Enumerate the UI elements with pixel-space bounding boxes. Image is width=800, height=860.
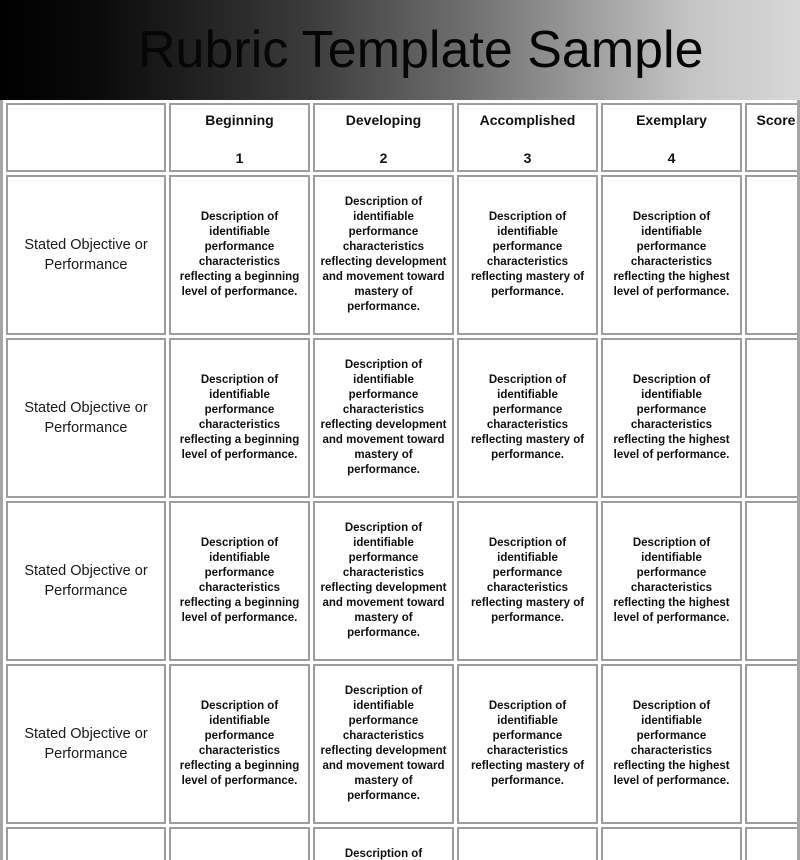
score-cell[interactable]: [745, 338, 797, 498]
score-cell[interactable]: [745, 501, 797, 661]
header-label-score: Score: [756, 112, 796, 128]
table-row: Stated Objective or PerformanceDescripti…: [6, 827, 797, 860]
header-cell-developing: Developing 2: [313, 103, 454, 172]
header-number-accomplished: 3: [523, 150, 532, 166]
description-cell-beginning[interactable]: Description of identifiable performance …: [169, 175, 310, 335]
description-cell-accomplished[interactable]: Description of identifiable performance …: [457, 501, 598, 661]
description-cell-beginning[interactable]: Description of identifiable performance …: [169, 827, 310, 860]
header-label-beginning: Beginning: [205, 112, 274, 128]
description-cell-developing[interactable]: Description of identifiable performance …: [313, 338, 454, 498]
score-cell[interactable]: [745, 664, 797, 824]
header-cell-beginning: Beginning 1: [169, 103, 310, 172]
table-header-row: Beginning 1 Developing 2 Accomplished 3 Exempl…: [6, 103, 797, 172]
header-cell-blank: [6, 103, 166, 172]
description-cell-beginning[interactable]: Description of identifiable performance …: [169, 338, 310, 498]
rubric-table-container: Beginning 1 Developing 2 Accomplished 3 Exempl…: [0, 100, 800, 860]
header-label-developing: Developing: [345, 112, 422, 128]
description-cell-exemplary[interactable]: Description of identifiable performance …: [601, 338, 742, 498]
description-cell-developing[interactable]: Description of identifiable performance …: [313, 501, 454, 661]
header-cell-accomplished: Accomplished 3: [457, 103, 598, 172]
description-cell-accomplished[interactable]: Description of identifiable performance …: [457, 175, 598, 335]
score-cell[interactable]: [745, 827, 797, 860]
header-number-exemplary: 4: [667, 150, 676, 166]
description-cell-exemplary[interactable]: Description of identifiable performance …: [601, 175, 742, 335]
score-cell[interactable]: [745, 175, 797, 335]
description-cell-exemplary[interactable]: Description of identifiable performance …: [601, 827, 742, 860]
description-cell-accomplished[interactable]: Description of identifiable performance …: [457, 664, 598, 824]
objective-cell[interactable]: Stated Objective or Performance: [6, 827, 166, 860]
header-number-beginning: 1: [235, 150, 244, 166]
description-cell-beginning[interactable]: Description of identifiable performance …: [169, 664, 310, 824]
page-title: Rubric Template Sample: [138, 21, 704, 79]
header-cell-exemplary: Exemplary 4: [601, 103, 742, 172]
objective-cell[interactable]: Stated Objective or Performance: [6, 664, 166, 824]
header-label-exemplary: Exemplary: [636, 112, 707, 128]
description-cell-exemplary[interactable]: Description of identifiable performance …: [601, 501, 742, 661]
header-cell-score: Score: [745, 103, 797, 172]
objective-cell[interactable]: Stated Objective or Performance: [6, 175, 166, 335]
header-number-developing: 2: [379, 150, 388, 166]
description-cell-developing[interactable]: Description of identifiable performance …: [313, 175, 454, 335]
description-cell-exemplary[interactable]: Description of identifiable performance …: [601, 664, 742, 824]
description-cell-accomplished[interactable]: Description of identifiable performance …: [457, 338, 598, 498]
objective-cell[interactable]: Stated Objective or Performance: [6, 501, 166, 661]
title-banner: Rubric Template Sample: [0, 0, 800, 100]
description-cell-accomplished[interactable]: Description of identifiable performance …: [457, 827, 598, 860]
description-cell-beginning[interactable]: Description of identifiable performance …: [169, 501, 310, 661]
rubric-table: Beginning 1 Developing 2 Accomplished 3 Exempl…: [3, 100, 797, 860]
header-label-accomplished: Accomplished: [479, 112, 576, 128]
objective-cell[interactable]: Stated Objective or Performance: [6, 338, 166, 498]
description-cell-developing[interactable]: Description of identifiable performance …: [313, 664, 454, 824]
description-cell-developing[interactable]: Description of identifiable performance …: [313, 827, 454, 860]
